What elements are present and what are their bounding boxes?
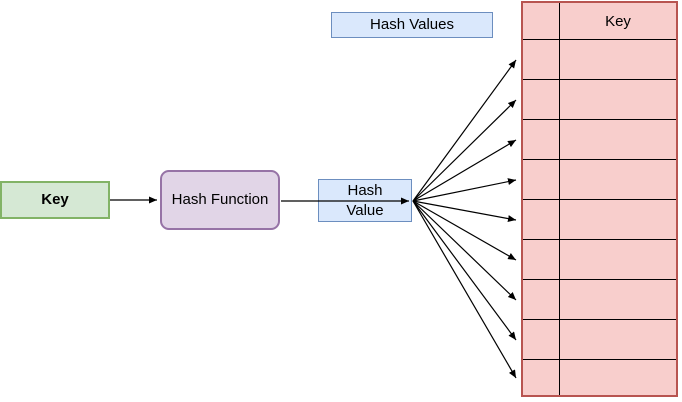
key-cell	[560, 240, 676, 279]
key-cell	[560, 200, 676, 239]
table-row	[523, 200, 676, 240]
hash-values-title: Hash Values	[331, 12, 493, 38]
value-to-slot-arrow	[412, 200, 517, 379]
key-cell	[560, 160, 676, 199]
value-to-slot-arrow	[412, 200, 517, 222]
hash-values-title-label: Hash Values	[370, 16, 454, 33]
hash-slot-header-cell	[523, 3, 560, 39]
hash-slot-cell	[523, 360, 560, 395]
hash-slot-cell	[523, 80, 560, 119]
value-to-slot-arrow	[412, 200, 517, 301]
value-to-slot-arrow	[412, 178, 517, 202]
value-to-slot-arrow	[412, 59, 517, 202]
hash-function-box: Hash Function	[160, 170, 280, 230]
key-cell	[560, 80, 676, 119]
table-row	[523, 240, 676, 280]
hash-function-label: Hash Function	[171, 191, 269, 208]
hash-slot-cell	[523, 320, 560, 359]
hash-value-label-line2: Value	[346, 201, 384, 219]
hash-slot-cell	[523, 200, 560, 239]
table-row	[523, 360, 676, 395]
key-header-cell: Key	[560, 3, 676, 39]
hash-slot-cell	[523, 160, 560, 199]
hash-table: Key	[521, 1, 678, 397]
value-to-slot-arrow	[412, 139, 517, 202]
table-row	[523, 80, 676, 120]
table-row	[523, 40, 676, 80]
key-cell	[560, 320, 676, 359]
key-cell	[560, 120, 676, 159]
key-cell	[560, 360, 676, 395]
key-cell	[560, 40, 676, 79]
hash-slot-cell	[523, 40, 560, 79]
key-box: Key	[0, 181, 110, 219]
value-to-slot-arrow	[412, 99, 517, 202]
hash-slot-cell	[523, 280, 560, 319]
table-row	[523, 280, 676, 320]
table-header-label: Key	[605, 12, 631, 30]
hash-slot-cell	[523, 120, 560, 159]
table-row	[523, 160, 676, 200]
hash-value-box: Hash Value	[318, 179, 412, 222]
key-box-label: Key	[41, 191, 69, 208]
hash-slot-cell	[523, 240, 560, 279]
value-to-slot-arrow	[412, 200, 517, 341]
table-header-row: Key	[523, 3, 676, 40]
hash-value-label-line1: Hash	[347, 181, 383, 199]
value-to-slot-arrow	[412, 200, 517, 261]
table-row	[523, 120, 676, 160]
key-cell	[560, 280, 676, 319]
table-row	[523, 320, 676, 360]
